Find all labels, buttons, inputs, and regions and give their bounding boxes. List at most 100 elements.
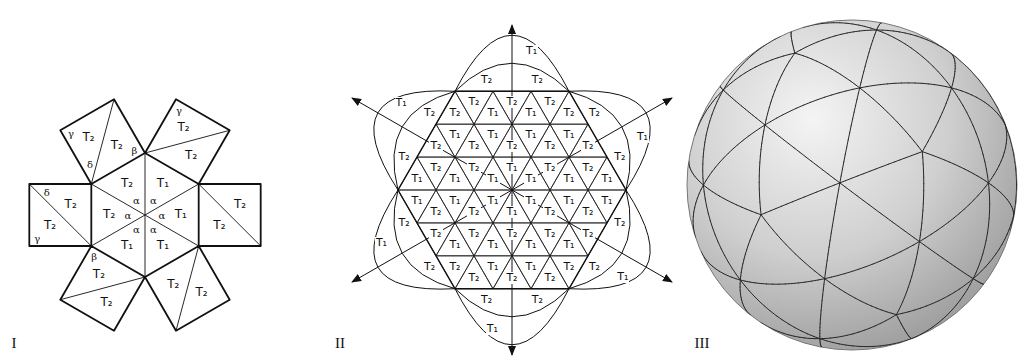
tile-label: T₁ [395,97,408,109]
tile-label: T₂ [480,294,493,306]
square-face [199,184,261,246]
square-face [60,246,145,331]
tile-label: T₁ [562,173,575,185]
tile-label: T₂ [467,96,480,108]
tile-label: T₁ [375,237,388,249]
tile-label: T₂ [398,151,411,163]
lobe-arc [455,35,569,91]
triangle-edge [145,153,146,215]
angle-label: β [131,145,137,156]
tile-label: T₁ [448,173,461,185]
tile-label: T₂ [429,206,442,218]
tile-label: T₂ [233,198,247,211]
tile-label: T₁ [524,261,537,273]
lobe-arc [394,190,455,289]
lobe-arc [569,91,650,190]
tile-label: T₂ [543,96,556,108]
lobe-arc [455,289,569,317]
tile-label: T₂ [562,261,575,273]
tile-label: T₁ [448,239,461,251]
tile-label: T₂ [505,140,518,152]
square-face [145,99,230,184]
tile-label: T₁ [410,195,423,207]
triangle-edge [91,184,145,215]
tile-label: T₂ [543,206,556,218]
tile-label: T₂ [581,140,594,152]
tile-label: T₁ [448,129,461,141]
angle-label: δ [87,159,93,170]
sphere-body [687,20,1017,350]
tile-label: T₂ [531,294,544,306]
angle-label: α [150,195,157,206]
lobe-arc [455,63,569,91]
tile-label: T₂ [562,107,575,119]
lobe-arc [374,91,455,190]
lobe-arc [374,190,455,289]
tile-label: T₂ [581,162,594,174]
tile-label: T₁ [524,195,537,207]
tile-label: T₂ [588,107,601,119]
tile-label: T₂ [543,228,556,240]
tile-label: T₂ [92,268,106,281]
tile-label: T₂ [43,219,57,232]
spherical-tiling-projection [352,25,672,355]
tile-label: T₁ [524,107,537,119]
lobe-arc [569,190,630,289]
tile-label: T₂ [429,140,442,152]
triangle-edge [145,215,199,246]
tile-label: T₁ [600,173,613,185]
tile-label: T₂ [423,107,436,119]
tile-label: T₂ [177,121,191,134]
sphere-tiling [689,23,1017,347]
triangle-edge [145,184,199,215]
panel-label: I [11,335,18,352]
tile-label: T₂ [212,219,226,232]
angle-label: α [133,224,140,235]
tile-label: T₂ [505,228,518,240]
tile-label: T₂ [429,162,442,174]
tile-label: T₁ [562,195,575,207]
tile-label: T₂ [398,217,411,229]
tile-label: T₁ [562,129,575,141]
angle-label: α [125,210,132,221]
tile-label: T₁ [486,239,499,251]
square-face [145,246,230,331]
angle-label: γ [34,233,40,244]
lobe-arc [569,91,630,190]
tile-label: T₂ [82,131,96,144]
square-face [60,99,145,184]
tile-label: T₂ [613,151,626,163]
tile-label: T₂ [467,162,480,174]
tile-label: T₁ [486,173,499,185]
panel-label: III [694,335,711,352]
tile-label: T₂ [581,228,594,240]
angle-label: α [159,210,166,221]
tile-label: T₂ [423,261,436,273]
tile-label: T₁ [524,239,537,251]
tile-label: T₁ [486,323,499,335]
angle-label: α [133,195,140,206]
lobe-arc [455,289,569,345]
face-diagonal [29,184,91,246]
angle-label: γ [68,128,74,139]
lobe-arc [569,190,650,289]
tile-label: T₂ [166,278,180,291]
tile-label: T₁ [486,129,499,141]
tile-label: T₂ [64,198,78,211]
tile-label: T₁ [486,261,499,273]
tile-label: T₂ [448,261,461,273]
tile-label: T₂ [467,206,480,218]
tile-label: T₁ [486,107,499,119]
tile-label: T₁ [600,195,613,207]
tile-label: T₁ [486,195,499,207]
tile-label: T₁ [174,208,188,221]
square-face [29,184,91,246]
angle-label: δ [44,187,50,198]
panel-label: II [334,335,346,352]
tile-edge [689,23,1017,347]
tile-label: T₁ [524,173,537,185]
triangle-edge [145,215,146,277]
tile-label: T₂ [531,74,544,86]
